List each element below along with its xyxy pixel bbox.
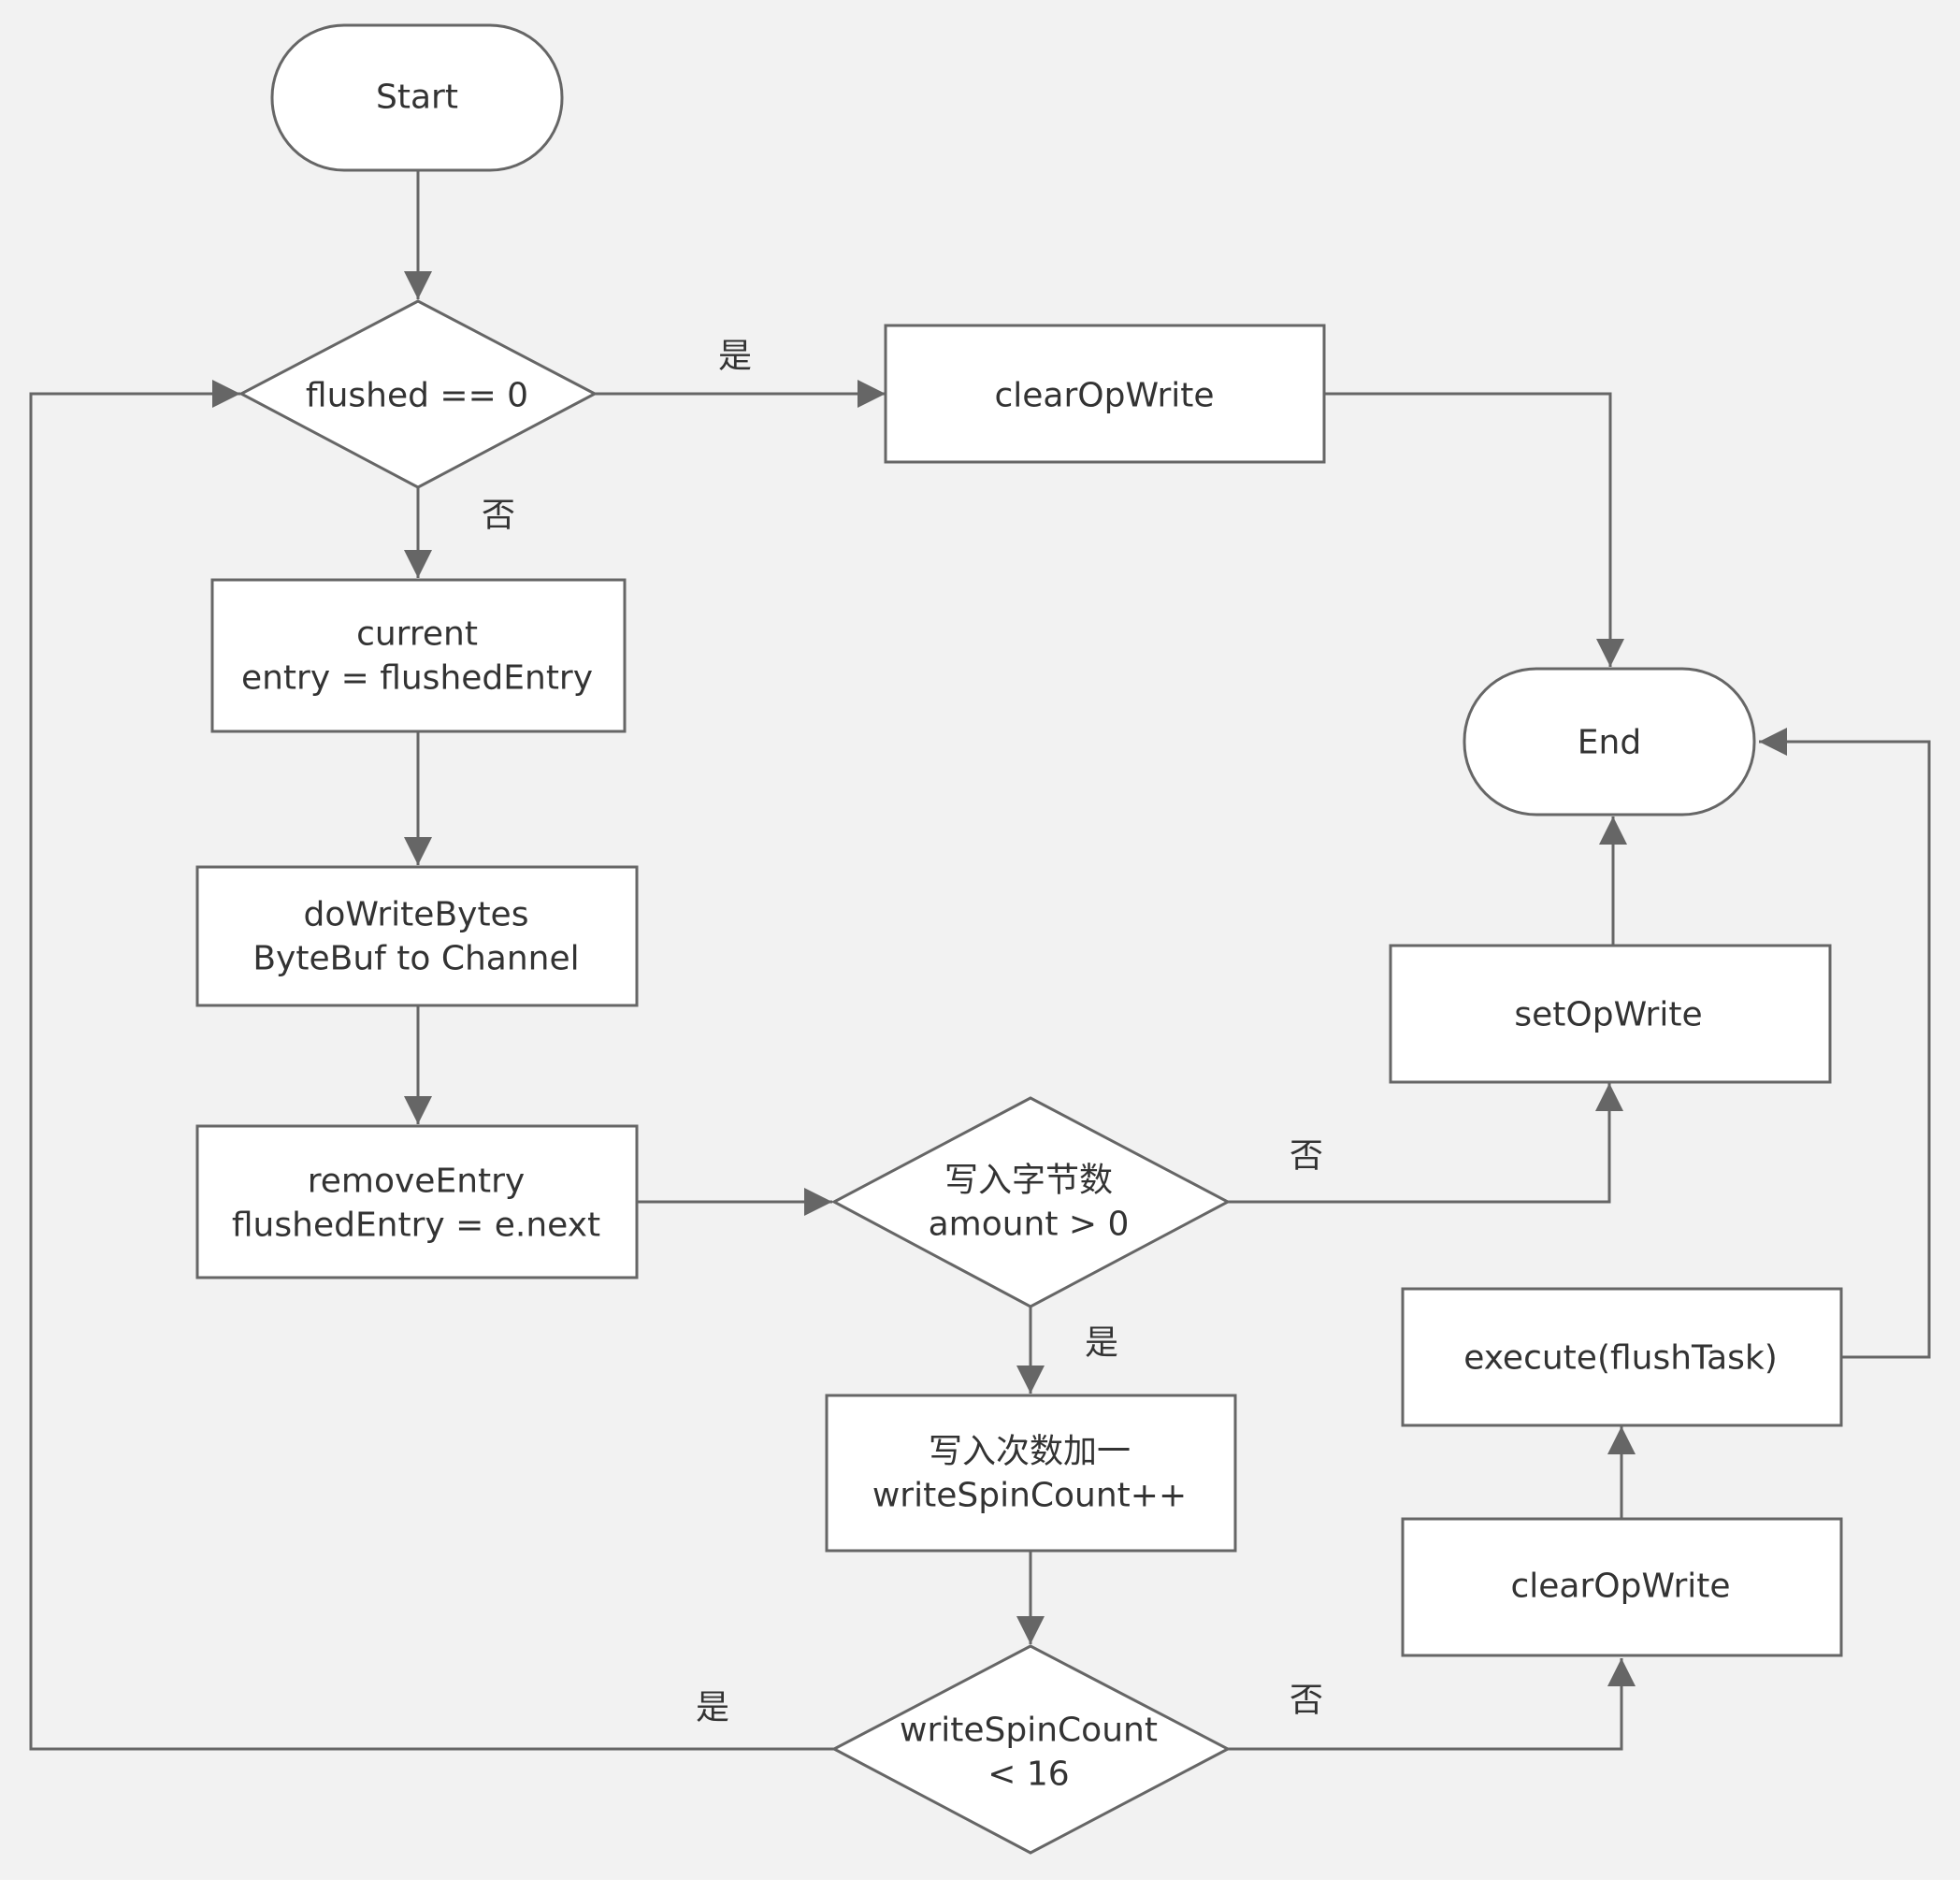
do-write-bytes-label-line-1: doWriteBytes xyxy=(304,896,529,934)
edge-labels: 是 否 否 是 是 否 xyxy=(482,338,1323,1727)
amount-check-label-line-2: amount > 0 xyxy=(929,1206,1130,1244)
amount-check-decision xyxy=(830,1096,1232,1308)
set-op-write-label: setOpWrite xyxy=(1514,996,1702,1034)
current-entry-label-line-2: entry = flushedEntry xyxy=(241,659,593,698)
spin-increment-label-line-1: 写入次数加一 xyxy=(929,1433,1131,1471)
end-label: End xyxy=(1578,724,1641,762)
remove-entry-label-line-2: flushedEntry = e.next xyxy=(232,1207,600,1245)
amount-no-label: 否 xyxy=(1290,1137,1323,1176)
edge-spin-yes-loop-to-flushed-check xyxy=(29,380,834,1751)
spin-check-label-line-1: writeSpinCount xyxy=(900,1712,1158,1750)
do-write-bytes-label-line-2: ByteBuf to Channel xyxy=(252,940,579,978)
edges xyxy=(29,170,1931,1751)
spin-check-label-line-2: < 16 xyxy=(987,1756,1069,1794)
flushed-check-label: flushed == 0 xyxy=(306,377,528,415)
spin-yes-label: 是 xyxy=(696,1689,729,1727)
end-terminal xyxy=(1463,667,1756,816)
spin-check-decision xyxy=(830,1644,1232,1855)
current-entry-label-line-1: current xyxy=(356,615,478,654)
nodes xyxy=(195,23,1843,1855)
edge-clear-op-write-top-to-end xyxy=(1324,392,1624,667)
execute-flush-task-label: execute(flushTask) xyxy=(1463,1339,1778,1378)
clear-op-write-top-label: clearOpWrite xyxy=(994,377,1214,415)
remove-entry-box xyxy=(195,1124,639,1279)
amount-check-label-line-1: 写入字节数 xyxy=(944,1162,1113,1200)
flushed-no-label: 否 xyxy=(482,497,515,535)
execute-flush-task-box xyxy=(1401,1287,1843,1427)
edge-amount-no-to-set-op-write xyxy=(1228,1083,1623,1204)
flushed-check-decision xyxy=(238,299,598,489)
clear-op-write-bottom-label: clearOpWrite xyxy=(1510,1568,1730,1606)
remove-entry-label-line-1: removeEntry xyxy=(308,1163,526,1201)
amount-yes-label: 是 xyxy=(1085,1324,1118,1363)
start-label: Start xyxy=(376,79,458,117)
node-labels: Start flushed == 0 clearOpWrite current … xyxy=(232,79,1778,1794)
edge-execute-to-end xyxy=(1759,728,1931,1359)
spin-no-label: 否 xyxy=(1290,1682,1323,1720)
edge-spin-no-to-clear-op-write-bottom xyxy=(1228,1658,1636,1751)
spin-increment-box xyxy=(825,1394,1237,1553)
flushed-yes-label: 是 xyxy=(718,338,752,376)
do-write-bytes-box xyxy=(195,865,639,1007)
clear-op-write-bottom-box xyxy=(1401,1517,1843,1657)
start-terminal xyxy=(270,23,564,172)
set-op-write-box xyxy=(1389,944,1832,1084)
clear-op-write-top-box xyxy=(884,324,1326,464)
current-entry-box xyxy=(210,578,627,733)
spin-increment-label-line-2: writeSpinCount++ xyxy=(872,1477,1187,1515)
